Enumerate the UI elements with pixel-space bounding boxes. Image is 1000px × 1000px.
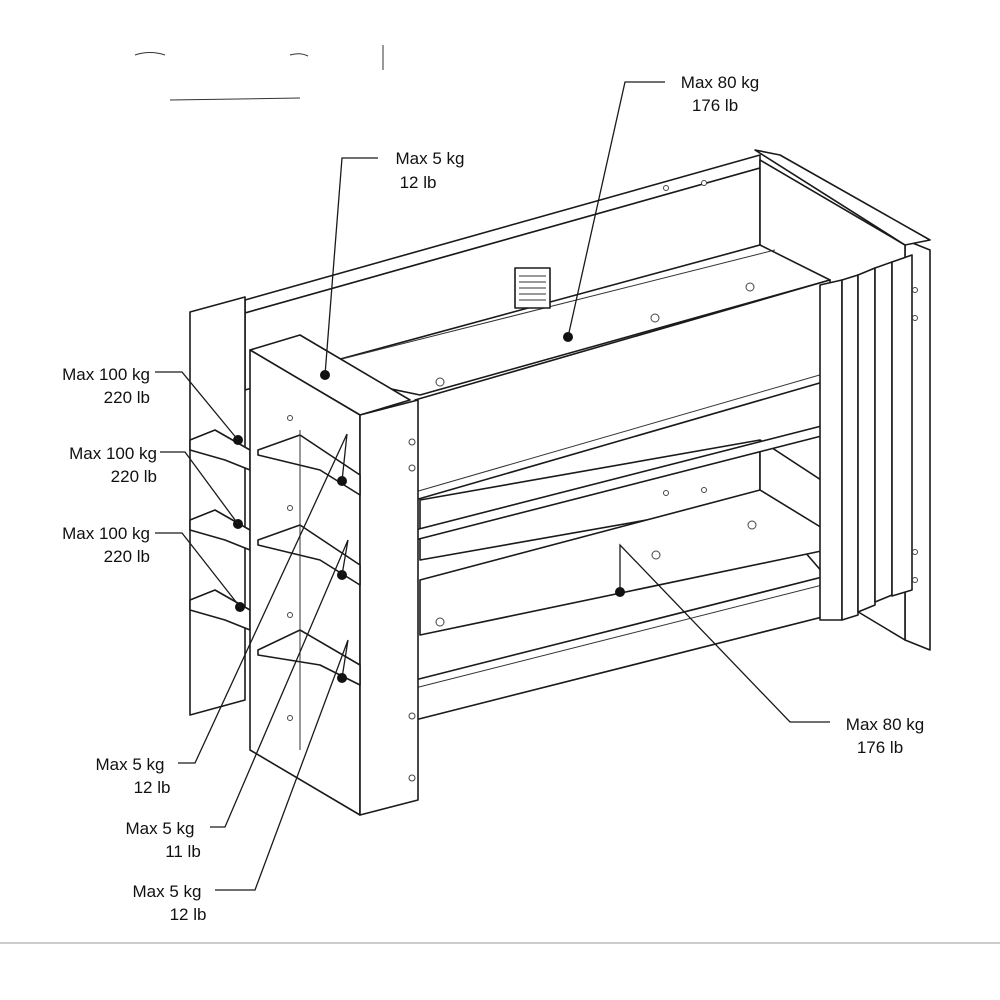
callout-top-shelf-lb: 12 lb (400, 173, 437, 192)
callout-shelf-2-kg: Max 5 kg (126, 819, 195, 838)
callout-step-3: Max 100 kg 220 lb (62, 524, 150, 566)
leader-lines (155, 81, 830, 891)
right-end-top-cap (754, 149, 931, 246)
leader-step-3 (155, 532, 241, 608)
callout-step-1-kg: Max 100 kg (62, 365, 150, 384)
callout-shelf-1: Max 5 kg 12 lb (96, 755, 171, 797)
leader-shelf-3 (215, 639, 349, 891)
callout-shelf-3-lb: 12 lb (170, 905, 207, 924)
leader-top-bed (567, 81, 665, 338)
screw-holes (287, 180, 918, 782)
callout-bottom-bed-kg: Max 80 kg (846, 715, 924, 734)
callout-top-shelf: Max 5 kg 12 lb (396, 149, 465, 192)
right-post-1 (819, 279, 843, 621)
right-post-2 (841, 274, 859, 621)
bunk-bed-drawing (189, 149, 931, 816)
callout-top-bed: Max 80 kg 176 lb (681, 73, 759, 115)
right-post-5 (891, 254, 913, 597)
callout-step-1-lb: 220 lb (104, 388, 150, 407)
leader-top-shelf (324, 157, 378, 376)
vent-grille (514, 267, 551, 309)
leader-step-2 (160, 451, 239, 525)
callout-shelf-3-kg: Max 5 kg (133, 882, 202, 901)
callout-top-bed-kg: Max 80 kg (681, 73, 759, 92)
callout-shelf-3: Max 5 kg 12 lb (133, 882, 207, 924)
callout-bottom-bed-lb: 176 lb (857, 738, 903, 757)
right-post-4 (874, 261, 893, 603)
leader-shelf-1 (178, 433, 348, 764)
right-post-3 (857, 267, 876, 613)
callout-bottom-bed: Max 80 kg 176 lb (846, 715, 924, 757)
callout-shelf-2: Max 5 kg 11 lb (126, 819, 201, 861)
leader-shelf-2 (210, 539, 349, 828)
callout-shelf-2-lb: 11 lb (165, 842, 201, 861)
callout-step-2: Max 100 kg 220 lb (69, 444, 157, 486)
ladder-back-stile (189, 296, 246, 716)
callout-step-2-kg: Max 100 kg (69, 444, 157, 463)
leader-step-1 (155, 371, 239, 441)
leader-bottom-bed (619, 543, 830, 723)
scan-marks (134, 45, 384, 101)
shelf-unit-front-post (359, 399, 419, 816)
shelf-unit-side (249, 349, 361, 816)
callout-shelf-1-kg: Max 5 kg (96, 755, 165, 774)
callout-shelf-1-lb: 12 lb (134, 778, 171, 797)
callout-step-2-lb: 220 lb (111, 467, 157, 486)
callout-step-3-kg: Max 100 kg (62, 524, 150, 543)
callout-step-1: Max 100 kg 220 lb (62, 365, 150, 407)
callout-top-shelf-kg: Max 5 kg (396, 149, 465, 168)
callout-step-3-lb: 220 lb (104, 547, 150, 566)
callout-top-bed-lb: 176 lb (692, 96, 738, 115)
